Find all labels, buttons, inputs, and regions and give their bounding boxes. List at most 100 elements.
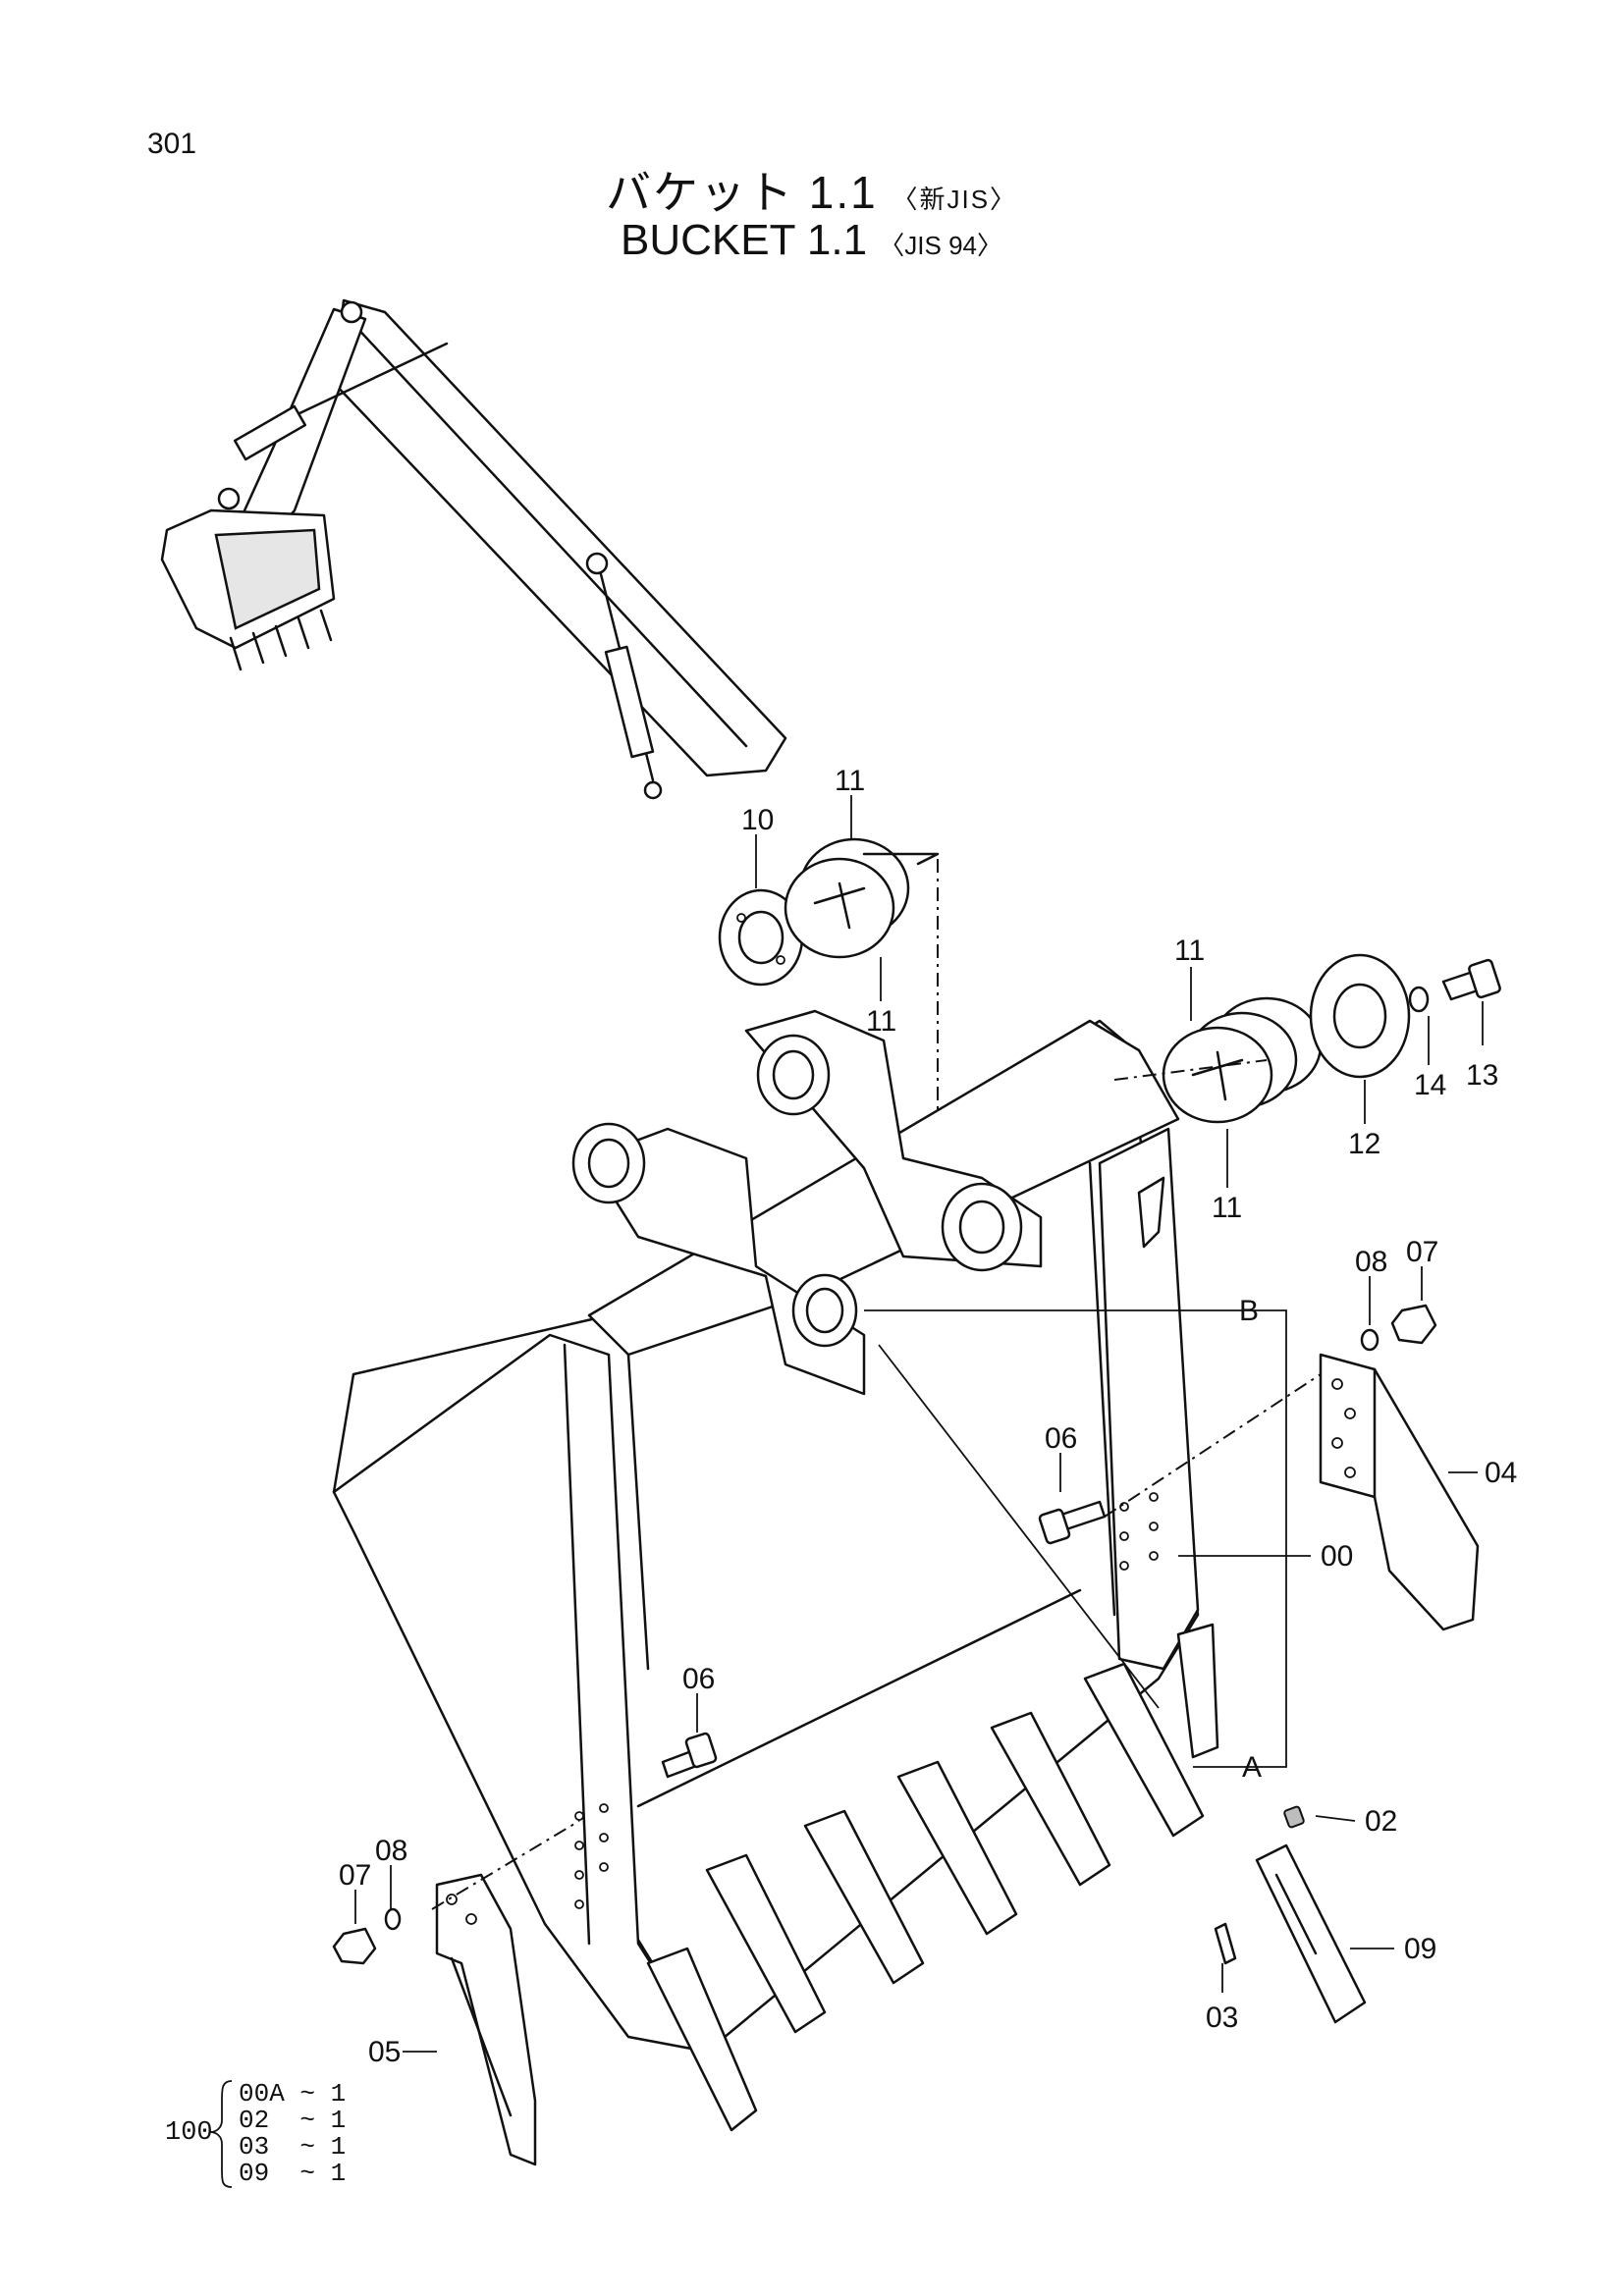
callout-11-right-top: 11 — [1174, 934, 1205, 967]
boss-upper-left-bore — [587, 1138, 630, 1189]
part-05-slot — [450, 1956, 513, 2117]
boom-cylinder-body — [604, 645, 655, 759]
bucket-main-body — [332, 1009, 1200, 2054]
boom-edge — [352, 322, 748, 748]
part-07-nut-right — [1390, 1304, 1437, 1345]
part-03-pin — [1214, 1922, 1237, 1965]
title-english-note: 〈JIS 94〉 — [879, 231, 1003, 260]
callout-14: 14 — [1414, 1069, 1446, 1101]
part-02-lock-pin — [1283, 1805, 1305, 1829]
callout-12: 12 — [1348, 1128, 1380, 1160]
tooth-3 — [803, 1809, 925, 1985]
bucket-left-side-plate — [332, 1333, 709, 2054]
shim-r-slot — [1191, 1050, 1244, 1101]
tooth-6 — [1083, 1662, 1205, 1838]
dash-left-cutter — [431, 1820, 580, 1910]
arm-pin — [340, 300, 363, 324]
boss-upper-left — [571, 1122, 646, 1204]
side-cutter-right — [1319, 1304, 1480, 1631]
callout-04: 04 — [1485, 1457, 1517, 1489]
callout-08-right: 08 — [1355, 1246, 1387, 1278]
part-11-shims-right — [1162, 996, 1323, 1124]
part-07-nut-left — [332, 1927, 377, 1965]
key-bucket-interior — [214, 528, 321, 630]
callout-ref-B: B — [1239, 1295, 1259, 1327]
boom-cylinder-pin — [585, 552, 609, 575]
boom-cylinder-end — [643, 780, 663, 800]
tooth-assembly-detail — [1214, 1805, 1367, 2024]
bucket-bracket-left — [587, 1127, 866, 1396]
bucket-hook-ear — [1137, 1176, 1165, 1249]
part-05-side-cutter — [435, 1873, 537, 2166]
callout-numbers: 00 02 03 04 05 06 06 07 07 08 08 09 10 1… — [339, 765, 1517, 2068]
callout-00: 00 — [1321, 1540, 1353, 1573]
title-japanese: バケット 1.1 〈新JIS〉 — [0, 157, 1623, 222]
side-cutter-holes-left — [574, 1803, 609, 1909]
part-13-bolt-head — [1468, 958, 1501, 999]
bucket-top-edge — [626, 1353, 650, 1671]
arm-cylinder-body — [233, 404, 307, 461]
page-number: 301 — [147, 128, 197, 160]
left-side-edge — [563, 1343, 591, 1946]
callout-11-mid: 11 — [866, 1005, 896, 1038]
part-14-washer — [1408, 986, 1430, 1013]
kit-row-4: 09 ~ 1 — [239, 2159, 347, 2188]
title-japanese-main: バケット 1.1 — [605, 167, 878, 218]
bolt-06-left — [661, 1732, 718, 1779]
callout-07-right: 07 — [1406, 1236, 1438, 1268]
key-bucket-pin — [217, 487, 241, 510]
right-side-edge — [1088, 1161, 1116, 1617]
callout-07-left: 07 — [339, 1859, 371, 1892]
part-10-bolt-hole — [736, 913, 746, 923]
callout-11-top: 11 — [835, 765, 865, 797]
shim-group-leader — [862, 852, 940, 866]
part-09-tooth — [1255, 1843, 1367, 2024]
callout-ref-A: A — [1242, 1751, 1262, 1784]
callout-02: 02 — [1365, 1805, 1397, 1838]
title-english-main: BUCKET 1.1 — [620, 216, 868, 264]
tooth-1 — [646, 1947, 758, 2132]
pin-shim-group-upper — [718, 837, 1501, 1242]
title-english: BUCKET 1.1 〈JIS 94〉 — [0, 216, 1623, 265]
side-cutter-holes-right — [1119, 1492, 1159, 1571]
kit-id: 100 — [165, 2118, 213, 2148]
tooth-4 — [896, 1760, 1018, 1936]
part-04-side-cutter — [1319, 1353, 1480, 1631]
callout-11-right-bottom: 11 — [1212, 1192, 1242, 1224]
kit-row-2: 02 ~ 1 — [239, 2106, 347, 2135]
part-11-shims-upper — [784, 837, 910, 959]
part-10-bore — [737, 910, 784, 965]
shim-b — [784, 857, 895, 959]
part-12-bore — [1332, 983, 1387, 1049]
excavator-front-illustration — [160, 298, 787, 800]
leader-02 — [1315, 1815, 1356, 1822]
callout-10: 10 — [741, 804, 774, 836]
callout-03: 03 — [1206, 2002, 1238, 2034]
callout-05: 05 — [368, 2036, 401, 2068]
boss-lower-right-bore — [958, 1200, 1005, 1255]
bolt-06-right-head — [1038, 1508, 1071, 1545]
bucket-teeth — [646, 1623, 1219, 2132]
callout-06-right: 06 — [1045, 1422, 1077, 1455]
leader-lines — [354, 795, 1484, 2053]
callout-09: 09 — [1404, 1933, 1436, 1965]
bucket-floor-line — [636, 1588, 1082, 1808]
boss-upper-right-bore — [772, 1049, 815, 1100]
shim-r3 — [1162, 1026, 1273, 1124]
callout-13: 13 — [1466, 1059, 1498, 1092]
part-08-washer-left — [384, 1907, 402, 1931]
title-japanese-note: 〈新JIS〉 — [892, 185, 1018, 214]
tooth-5 — [990, 1711, 1111, 1887]
part-12-plate — [1309, 953, 1411, 1079]
part-09-slot — [1274, 1873, 1318, 1955]
kit-row-1: 00A ~ 1 — [239, 2079, 347, 2109]
leader-B-A — [864, 1309, 1287, 1768]
bolt-06-left-head — [684, 1732, 718, 1769]
boss-upper-right — [756, 1034, 831, 1116]
tooth-2 — [705, 1853, 827, 2034]
kit-row-3: 03 ~ 1 — [239, 2132, 347, 2162]
callout-06-left: 06 — [682, 1663, 715, 1695]
boom-shape — [332, 298, 787, 777]
bucket-diagonal-line — [878, 1344, 1160, 1709]
